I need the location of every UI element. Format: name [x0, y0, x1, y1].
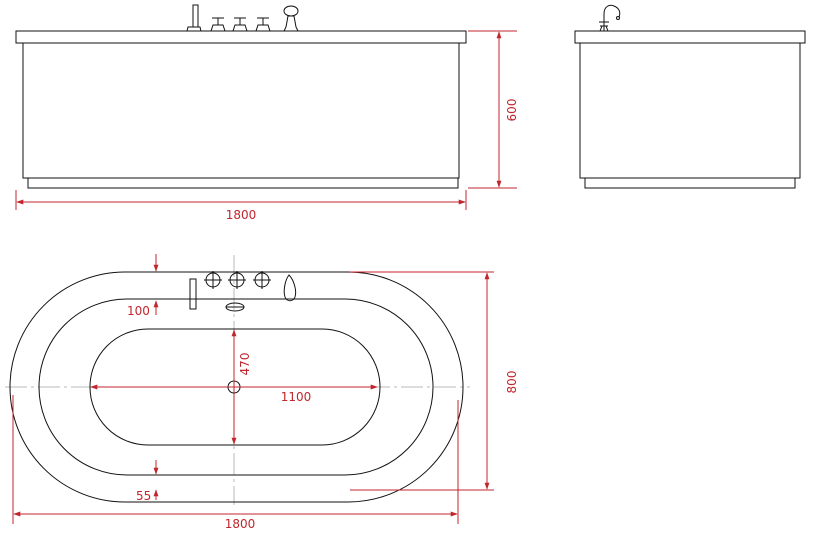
top-dim-inner-length: 1100 [90, 384, 378, 404]
top-faucet-icon [189, 271, 297, 312]
side-base [584, 177, 796, 189]
top-rim-outline [38, 298, 434, 476]
top-width-label: 1800 [225, 517, 256, 531]
front-dim-height: 600 [468, 30, 519, 189]
front-base [27, 177, 459, 189]
inner-half-depth-label: 470 [238, 353, 252, 376]
inner-length-label: 1100 [281, 390, 312, 404]
top-dim-depth: 800 [350, 271, 519, 491]
rim-top-label: 100 [127, 304, 150, 318]
top-basin-outline [89, 328, 381, 446]
front-view: 1800 600 [15, 4, 519, 222]
side-body [579, 42, 801, 179]
top-outer-outline [9, 271, 464, 503]
top-depth-label: 800 [505, 371, 519, 394]
top-view: 470 1100 100 55 1800 [5, 254, 519, 531]
rim-bottom-label: 55 [136, 489, 151, 503]
front-height-label: 600 [505, 99, 519, 122]
front-body [22, 42, 460, 179]
front-dim-width: 1800 [15, 190, 467, 222]
top-dim-width: 1800 [12, 395, 459, 531]
front-rim [15, 30, 467, 44]
top-dim-rim-top: 100 [127, 254, 159, 318]
top-dim-rim-bottom: 55 [136, 460, 159, 503]
front-width-label: 1800 [226, 208, 257, 222]
side-view [574, 4, 806, 189]
front-faucet-icon [186, 4, 299, 32]
side-rim [574, 30, 806, 44]
side-faucet-icon [599, 4, 621, 32]
